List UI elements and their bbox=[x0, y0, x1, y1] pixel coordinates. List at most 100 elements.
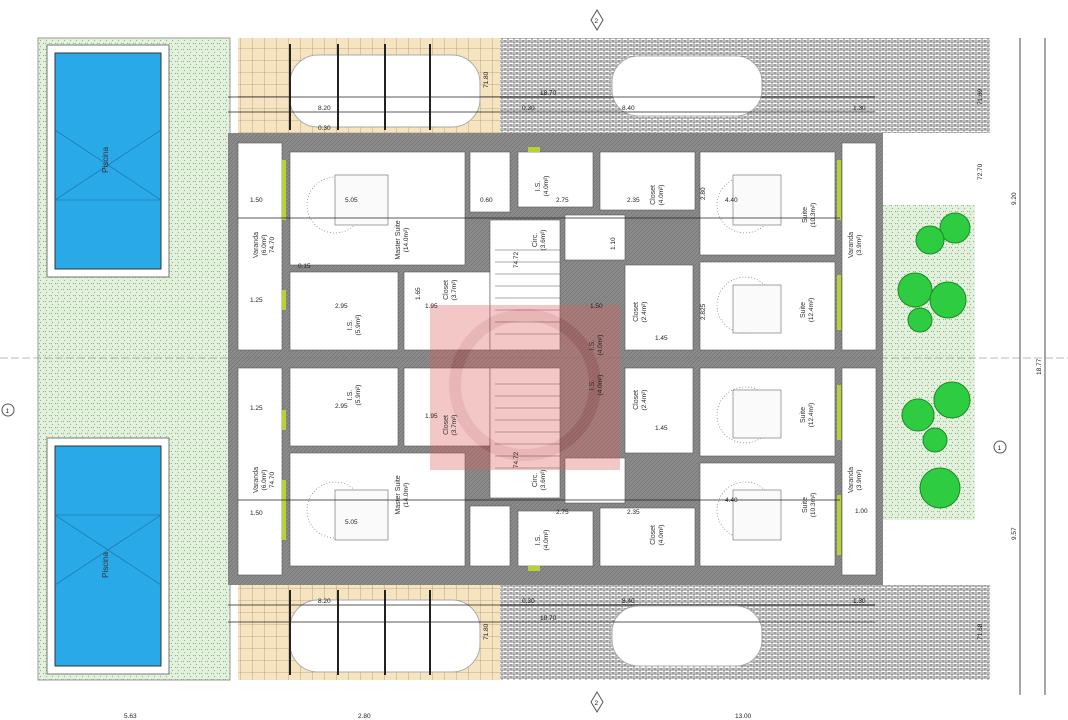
svg-text:72.70: 72.70 bbox=[977, 163, 984, 180]
room-closet: Closet bbox=[633, 302, 640, 322]
level-tag: 74.70 bbox=[269, 236, 276, 253]
svg-text:1.25: 1.25 bbox=[250, 297, 263, 304]
room-varanda: Varanda bbox=[848, 232, 855, 258]
tree-icons bbox=[897, 212, 971, 509]
svg-text:1.50: 1.50 bbox=[250, 197, 263, 204]
svg-text:(5.9m²): (5.9m²) bbox=[355, 385, 362, 406]
level-tag: 74.72 bbox=[513, 251, 520, 268]
svg-text:(3.7m²): (3.7m²) bbox=[451, 415, 458, 436]
bed-icon bbox=[732, 489, 782, 541]
svg-text:0.30: 0.30 bbox=[318, 125, 331, 132]
stairs bbox=[495, 249, 560, 469]
svg-text:(4.0m²): (4.0m²) bbox=[543, 530, 550, 551]
svg-text:71.80: 71.80 bbox=[483, 623, 490, 640]
svg-text:4.40: 4.40 bbox=[725, 497, 738, 504]
room-master-suite: Master Suite bbox=[395, 220, 402, 259]
svg-text:0.15: 0.15 bbox=[298, 263, 311, 270]
svg-text:1.10: 1.10 bbox=[610, 237, 617, 250]
svg-text:(4.0m²): (4.0m²) bbox=[658, 525, 665, 546]
room-varanda: Varanda bbox=[253, 467, 260, 493]
section-marker-icon: 1 bbox=[1, 403, 15, 417]
svg-text:2: 2 bbox=[595, 18, 599, 25]
room-closet: Closet bbox=[633, 390, 640, 410]
svg-text:13.00: 13.00 bbox=[735, 713, 752, 720]
svg-text:2.75: 2.75 bbox=[556, 509, 569, 516]
svg-text:(4.0m²): (4.0m²) bbox=[658, 185, 665, 206]
svg-text:8.20: 8.20 bbox=[318, 598, 331, 605]
svg-text:18.70: 18.70 bbox=[540, 615, 557, 622]
section-marker-icon: 2 bbox=[590, 9, 604, 31]
unit-top-labels: Varanda (6.0m²) 74.70 Master Suite (14.0… bbox=[253, 176, 863, 356]
svg-text:0.30: 0.30 bbox=[522, 598, 535, 605]
svg-text:2.95: 2.95 bbox=[335, 403, 348, 410]
svg-text:1.95: 1.95 bbox=[425, 413, 438, 420]
svg-text:(3.9m²): (3.9m²) bbox=[856, 235, 863, 256]
svg-text:(3.9m²): (3.9m²) bbox=[856, 470, 863, 491]
room-closet: Closet bbox=[650, 185, 657, 205]
svg-text:1.95: 1.95 bbox=[425, 303, 438, 310]
room-is: I.S. bbox=[535, 535, 542, 546]
svg-text:8.40: 8.40 bbox=[622, 598, 635, 605]
svg-text:(3.6m²): (3.6m²) bbox=[540, 470, 547, 491]
svg-text:(10.3m²): (10.3m²) bbox=[810, 203, 817, 228]
svg-text:8.20: 8.20 bbox=[318, 105, 331, 112]
svg-text:71.68: 71.68 bbox=[977, 623, 984, 640]
svg-text:1.30: 1.30 bbox=[853, 105, 866, 112]
room-varanda: Varanda bbox=[848, 467, 855, 493]
pool-bottom: Piscina bbox=[46, 437, 170, 675]
svg-text:1.25: 1.25 bbox=[250, 405, 263, 412]
svg-text:(5.9m²): (5.9m²) bbox=[355, 315, 362, 336]
room-is: I.S. bbox=[535, 181, 542, 192]
section-marker-icon: 2 bbox=[590, 691, 604, 713]
svg-text:(14.0m²): (14.0m²) bbox=[403, 228, 410, 253]
room-is: I.S. bbox=[347, 320, 354, 331]
level-tag: 74.72 bbox=[513, 451, 520, 468]
svg-text:(10.3m²): (10.3m²) bbox=[810, 493, 817, 518]
room-suite: Suite bbox=[802, 497, 809, 513]
svg-text:(6.0m²): (6.0m²) bbox=[261, 470, 268, 491]
svg-text:9.57: 9.57 bbox=[1011, 527, 1018, 540]
svg-text:(14.0m²): (14.0m²) bbox=[403, 483, 410, 508]
pool-top: Piscina bbox=[46, 44, 170, 278]
svg-text:1.50: 1.50 bbox=[250, 510, 263, 517]
svg-text:0.30: 0.30 bbox=[522, 105, 535, 112]
level-tag: 74.70 bbox=[269, 471, 276, 488]
room-closet: Closet bbox=[443, 415, 450, 435]
dimension-labels: 18.70 8.20 8.40 0.30 1.30 0.30 18.70 8.2… bbox=[124, 71, 1043, 720]
room-is: I.S. bbox=[347, 390, 354, 401]
pool-label: Piscina bbox=[101, 147, 110, 173]
bed-icon bbox=[334, 174, 389, 226]
room-suite: Suite bbox=[802, 207, 809, 223]
svg-text:1.45: 1.45 bbox=[655, 425, 668, 432]
svg-text:(12.4m²): (12.4m²) bbox=[808, 298, 815, 323]
svg-text:8.40: 8.40 bbox=[622, 105, 635, 112]
svg-text:9.20: 9.20 bbox=[1011, 192, 1018, 205]
svg-text:1.65: 1.65 bbox=[415, 287, 422, 300]
side-garden bbox=[880, 205, 975, 520]
room-is: I.S. bbox=[589, 380, 596, 391]
svg-text:(4.0m²): (4.0m²) bbox=[543, 176, 550, 197]
svg-text:5.63: 5.63 bbox=[124, 713, 137, 720]
unit-bottom-labels: Varanda (6.0m²) 74.70 Master Suite (14.0… bbox=[253, 375, 863, 551]
svg-text:2.35: 2.35 bbox=[627, 197, 640, 204]
svg-text:(2.4m²): (2.4m²) bbox=[641, 302, 648, 323]
svg-text:4.40: 4.40 bbox=[725, 197, 738, 204]
svg-text:(6.0m²): (6.0m²) bbox=[261, 235, 268, 256]
svg-text:2: 2 bbox=[595, 700, 599, 707]
room-suite: Suite bbox=[800, 302, 807, 318]
bed-icon bbox=[732, 174, 782, 226]
bed-icons bbox=[306, 174, 782, 541]
svg-text:2.825: 2.825 bbox=[700, 303, 707, 320]
svg-text:(3.6m²): (3.6m²) bbox=[540, 230, 547, 251]
svg-text:(12.4m²): (12.4m²) bbox=[808, 403, 815, 428]
svg-text:5.05: 5.05 bbox=[345, 519, 358, 526]
svg-text:(4.0m²): (4.0m²) bbox=[597, 375, 604, 396]
svg-text:2.35: 2.35 bbox=[627, 509, 640, 516]
svg-text:71.69: 71.69 bbox=[977, 88, 984, 105]
room-closet: Closet bbox=[443, 280, 450, 300]
room-is: I.S. bbox=[589, 340, 596, 351]
svg-text:(3.7m²): (3.7m²) bbox=[451, 280, 458, 301]
svg-text:2.95: 2.95 bbox=[335, 303, 348, 310]
room-suite: Suite bbox=[800, 407, 807, 423]
